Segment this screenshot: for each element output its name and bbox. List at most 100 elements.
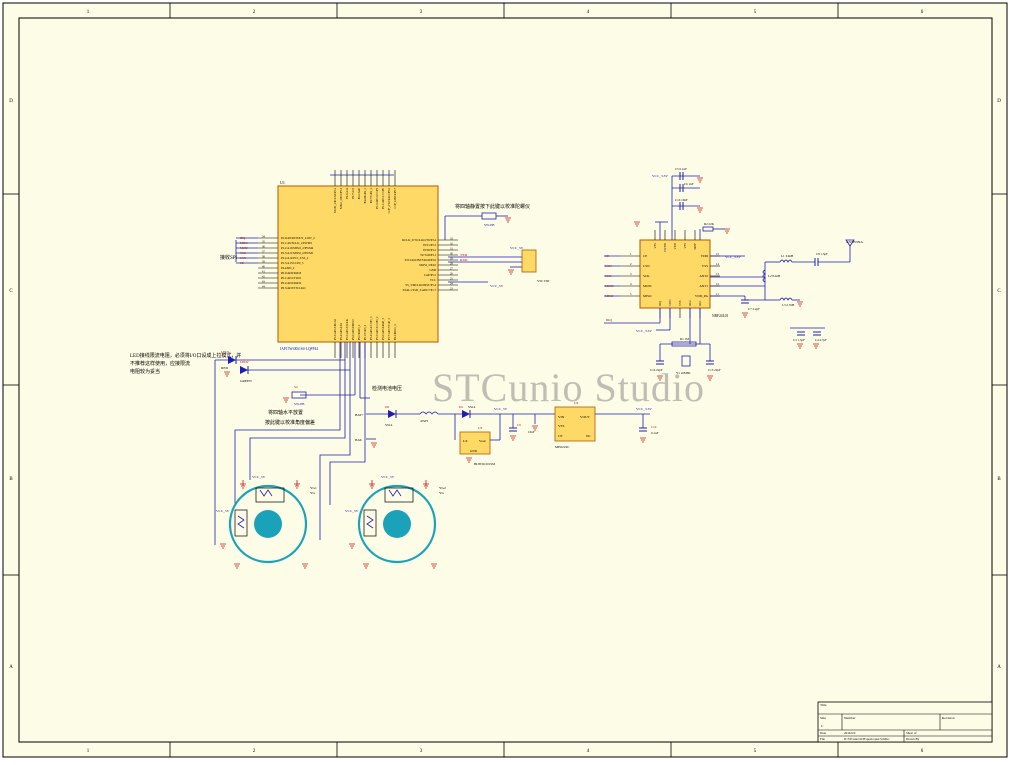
ground-key2	[283, 397, 289, 403]
mcu-right-pin-label: INT0/P3.2	[423, 248, 436, 252]
ldo-pin-nc: NC	[586, 434, 592, 438]
ground-led	[224, 371, 230, 377]
tb-number-label: Number	[844, 716, 856, 720]
mcu-right-pin-num: 33	[450, 237, 453, 240]
rf-c15: C15 22pF	[708, 368, 721, 372]
zone-ticks	[3, 3, 1007, 757]
rf-right-pin-num: 13	[716, 272, 720, 276]
rf-r2-label: R2 22K	[704, 222, 715, 226]
mcu-bottom-pin-label: P1.6/ADC6/RxD_3	[382, 317, 385, 340]
motor-ring	[228, 484, 308, 564]
rf-c8: C8 1.5pF	[816, 252, 828, 256]
mcu-left-pin-num: 42	[262, 275, 265, 278]
mcu-designator: U1	[280, 180, 285, 185]
rf-right-pin-label: ANT1	[699, 284, 708, 288]
led2-label: GREEN	[240, 379, 252, 383]
mcu-left-pin-label: P0.0/AD0/RxD3	[281, 271, 302, 275]
d1-part: SS14	[468, 405, 476, 409]
rf-left-pin-label: MISO	[643, 294, 652, 298]
mcu-right-pin-num: 30	[450, 252, 453, 255]
rf-left-pin-label: SCK	[643, 274, 650, 278]
mcu-left-pin-label: P0.2/AD2/RxD4	[281, 281, 302, 285]
vcc5-label: VCC_5V	[494, 407, 508, 411]
motor-vcc-left: VCC_5V	[345, 509, 359, 513]
ground-rf2	[697, 207, 703, 213]
mcu-right-pin-num: 24	[450, 282, 453, 285]
note-key2-2: 按此键以校准角度偏差	[265, 419, 315, 426]
led2-ref: LED2	[240, 360, 249, 364]
motor-vcc-top: VCC_5V	[252, 475, 266, 479]
tb-date-label: Date	[820, 731, 827, 735]
rf-c5: C5 0.1uF	[675, 167, 687, 171]
zone-row-a-right: A	[997, 665, 1001, 670]
mcu-top-pin-label: CCP_2/INT4/P3.7	[394, 187, 397, 208]
mcu-bottom-pin-label: P5.0/RxD3_2	[358, 324, 361, 340]
motor-driver	[363, 509, 377, 537]
key2-group: S2 SW-PB 将四轴水平放置 按此键以校准角度偏差 检测电池电压	[265, 342, 402, 426]
motor-ref: YG1	[310, 486, 317, 490]
mcu-top-pin-label: P4.6/RxD2_2	[364, 187, 367, 203]
tb-size-label: Size	[820, 716, 826, 720]
u3-body	[459, 431, 491, 455]
note-led-3: 电阻较为妥当	[130, 368, 160, 375]
motor-label: YG	[310, 491, 316, 495]
zone-row-b-left: B	[9, 477, 13, 482]
rf-c3: C3 1.5pF	[793, 338, 805, 342]
rf-c4: C4 4.7pF	[815, 338, 827, 342]
note-key1: 将四轴静置按下此键以校准陀螺仪	[455, 203, 530, 210]
rf-left-pin-num: 3	[630, 272, 632, 276]
c10-ref: C10	[651, 425, 657, 429]
mcu-top-pin-label: P2.6/A14	[346, 187, 349, 198]
mcu-right-pin-num: 26	[450, 272, 453, 275]
ground-c10	[640, 437, 646, 443]
ground-rf4	[724, 228, 730, 234]
motor-ground	[431, 563, 437, 569]
mcu-top-pin-label: P2.7/A15	[352, 187, 355, 198]
motor-vcc-left: VCC_5V	[216, 509, 230, 513]
mcu-left-pin-num: 41	[262, 270, 265, 273]
mcu-bottom-pin-label: P1.4/ADC4/CCP1_3	[370, 316, 373, 340]
ground-key1	[505, 217, 511, 223]
tb-size-value: C	[821, 724, 824, 728]
motor-wires	[234, 342, 366, 540]
mcu-bottom-pin-label: P1.5/ADC5/SCLK	[346, 319, 349, 340]
ground-rf7	[797, 343, 803, 349]
mcu-right-pin-label: INT1/P3.3	[423, 243, 436, 247]
isp-vcc-label: VCC_5V	[510, 246, 524, 250]
note-spi: 接收SPI	[220, 254, 238, 261]
motor-ground	[234, 563, 240, 569]
u3-pin-vout: Vout	[479, 439, 486, 443]
ldo-pin-ce: CE	[558, 434, 562, 438]
rf-irq-net: IRQ	[606, 318, 613, 322]
motor-ground	[220, 543, 226, 549]
mcu-right-pins: 33RCLK_0/T1CLKO/T0/P3.432INT1/P3.331INT0…	[402, 237, 458, 292]
led1-ref: LED1	[221, 350, 230, 354]
motor-connector	[384, 487, 414, 503]
zone-col-2-bottom: 2	[253, 749, 256, 754]
rf-antenna-label: ANTENNA	[846, 240, 863, 244]
mcu-right-pin-label: T2CLKO/INT3/RxD/P3.0	[404, 258, 436, 262]
mcu-right-pin-label: VCC	[430, 278, 436, 282]
motor-coil-top	[388, 489, 402, 497]
mcu-right-pin-num: 25	[450, 277, 453, 280]
mcu-right-pin-num: 28	[450, 262, 453, 265]
mcu-left-pin-label: P2.0/A8/RSTOUT_LOW_2	[281, 236, 315, 240]
zone-col-6-bottom: 6	[921, 749, 924, 754]
rf-left-pin-num: 5	[630, 292, 632, 296]
rf-bottom-pin-label: IRQ	[658, 300, 662, 306]
u3-ref: U3	[478, 426, 483, 430]
mcu-right-pin-num: 31	[450, 247, 453, 250]
mcu-top-pin-label: P1.0/ADC0/CCP1	[376, 187, 379, 208]
note-battery: 检测电池电压	[372, 385, 402, 392]
mcu-top-pin-label: MISO_2/ECI/P1.3	[340, 187, 343, 209]
rf-left-pin-label: CE	[643, 254, 647, 258]
isp-header: STC ISP VCC_5V TXD RXD VCC_5V	[448, 246, 549, 288]
rf-left-pin-num: 4	[630, 282, 632, 286]
motor-ground	[349, 543, 355, 549]
note-led-2: 不推荐这样使用，应接限流	[130, 360, 190, 367]
rf-c6: C6 1nF	[684, 182, 694, 186]
mcu-right-pin-label: XTAL1/TxD_3/ADC7/P1.7	[402, 288, 436, 292]
zone-col-6-top: 6	[921, 10, 924, 15]
rf-top-pin-label: VSS	[653, 243, 657, 249]
